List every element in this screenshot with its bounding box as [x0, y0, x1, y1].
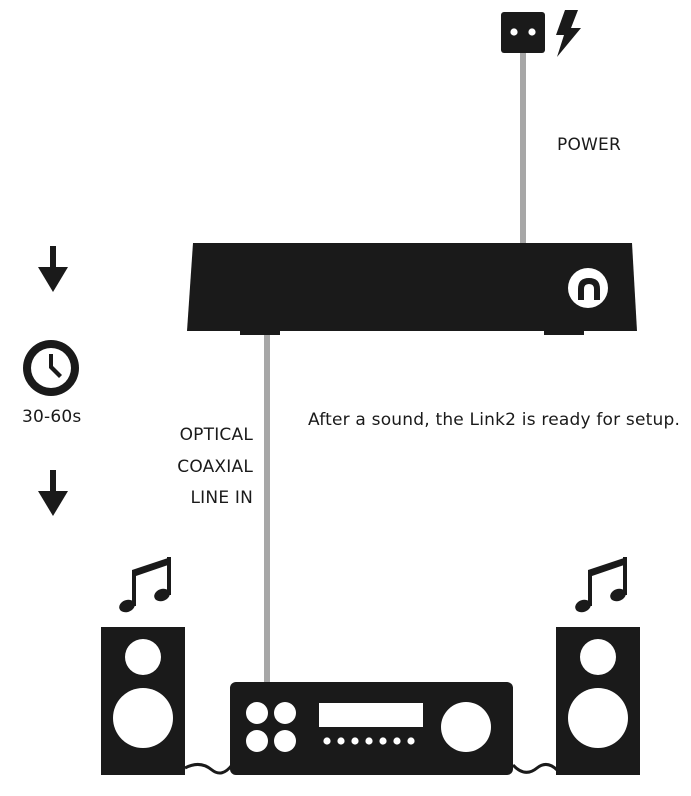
- speaker-wire: [511, 763, 559, 774]
- link2-logo: [568, 268, 608, 308]
- stereo-receiver-icon: [230, 682, 513, 775]
- link2-device: [187, 243, 637, 335]
- music-note-icon: [119, 557, 171, 613]
- input-label-coaxial: COAXIAL: [177, 457, 253, 477]
- lightning-icon: [556, 10, 581, 57]
- time-label: 30-60s: [22, 407, 82, 427]
- speaker-icon: [556, 627, 640, 775]
- music-note-icon: [575, 557, 627, 613]
- arrow-down-icon: [38, 246, 68, 292]
- clock-icon: [23, 340, 79, 396]
- input-label-optical: OPTICAL: [179, 425, 253, 445]
- ready-message: After a sound, the Link2 is ready for se…: [308, 410, 681, 430]
- audio-cable: [264, 332, 270, 684]
- arrow-down-icon: [38, 470, 68, 516]
- input-label-line-in: LINE IN: [190, 488, 253, 508]
- power-label: POWER: [557, 135, 621, 155]
- power-cable: [520, 52, 526, 244]
- speaker-wire: [184, 763, 234, 775]
- power-outlet-icon: [501, 12, 545, 53]
- speaker-icon: [101, 627, 185, 775]
